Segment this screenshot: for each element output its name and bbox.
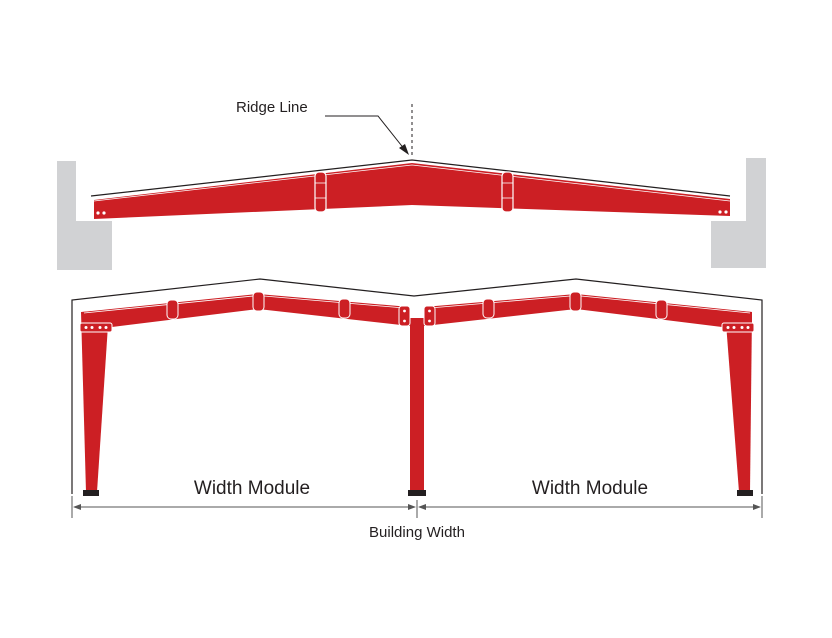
right-eave-connection [721, 322, 755, 333]
splice-3 [338, 298, 351, 319]
roof-outline-top [90, 159, 731, 197]
rafter-splice-left [314, 171, 327, 213]
single-span-section: Ridge Line [57, 99, 766, 270]
right-column-base [737, 490, 753, 496]
width-module-right-label: Width Module [532, 478, 648, 499]
rafter-end-bolts-left [96, 211, 106, 215]
interior-column-connection [398, 305, 436, 327]
rafter-top-edge [93, 164, 731, 202]
left-support-wall [57, 161, 112, 270]
interior-column-base [408, 490, 426, 496]
rafter-splices [166, 291, 668, 320]
splice-4 [482, 298, 495, 319]
splice-2 [252, 291, 265, 312]
splice-5 [569, 291, 582, 312]
dimension-lines [71, 496, 763, 518]
right-exterior-column [725, 310, 752, 492]
left-column-base [83, 490, 99, 496]
splice-6 [655, 299, 668, 320]
width-module-left-label: Width Module [194, 478, 310, 499]
rafter-beam [94, 163, 730, 219]
splice-1 [166, 299, 179, 320]
ridge-line-leader [325, 115, 406, 151]
dimension-arrows [73, 504, 761, 510]
ridge-line-arrow [399, 144, 409, 155]
left-eave-connection [79, 322, 113, 333]
right-span-rafter [424, 294, 752, 330]
rafter-end-bolts-right [718, 210, 728, 214]
building-width-label: Building Width [369, 524, 465, 541]
rafter-splice-right [501, 171, 514, 213]
ridge-line-label: Ridge Line [236, 99, 308, 116]
left-span-rafter [82, 294, 410, 330]
left-exterior-column [81, 310, 109, 492]
right-support-wall [711, 158, 766, 268]
building-outline [71, 278, 763, 494]
interior-column [410, 318, 424, 492]
multi-span-frame [71, 278, 763, 496]
